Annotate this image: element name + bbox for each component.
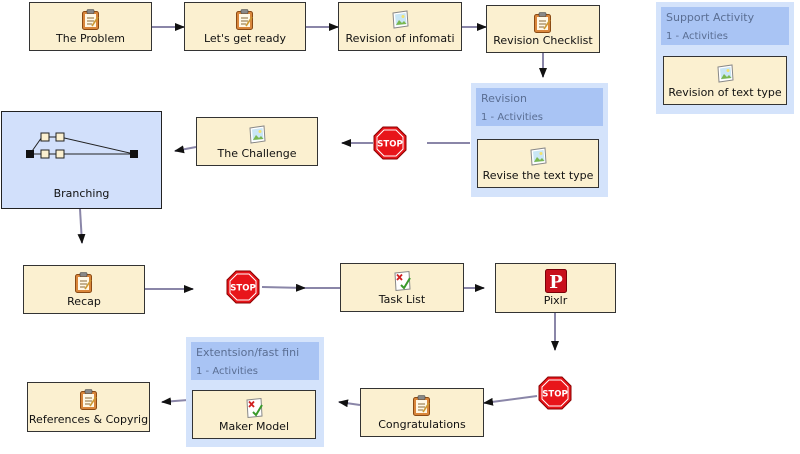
activity-label: Revision Checklist xyxy=(493,34,593,47)
connector xyxy=(338,399,361,408)
activity-label: Maker Model xyxy=(218,420,290,433)
checklist-icon xyxy=(394,270,411,292)
stop-label: STOP xyxy=(230,284,255,294)
activity-label: Congratulations xyxy=(378,418,466,431)
notebook-icon xyxy=(534,12,551,33)
group-subtitle: 1 - Activities xyxy=(481,112,543,123)
activity-references[interactable]: References & Copyrig xyxy=(27,382,150,432)
activity-label: Task List xyxy=(378,293,426,306)
group-header: Revision 1 - Activities xyxy=(476,88,603,126)
group-header: Extentsion/fast fini 1 - Activities xyxy=(191,342,319,380)
activity-the-challenge[interactable]: The Challenge xyxy=(196,117,318,166)
activity-congratulations[interactable]: Congratulations xyxy=(360,388,484,437)
image-icon xyxy=(530,147,547,166)
group-title: Revision xyxy=(481,92,527,105)
stop-sign-icon[interactable]: STOP xyxy=(538,376,572,410)
activity-label: Revision of infomati xyxy=(345,32,455,45)
activity-maker-model[interactable]: Maker Model xyxy=(192,390,316,439)
notebook-icon xyxy=(236,9,253,30)
stop-sign-icon[interactable]: STOP xyxy=(226,270,260,304)
connector xyxy=(483,395,538,406)
notebook-icon xyxy=(79,389,97,410)
notebook-icon xyxy=(413,395,430,416)
pixlr-letter: P xyxy=(549,272,563,293)
notebook-icon xyxy=(81,9,99,30)
group-title: Extentsion/fast fini xyxy=(196,346,300,359)
group-title: Support Activity xyxy=(666,11,755,24)
notebook-icon xyxy=(75,272,92,293)
activity-label: The Problem xyxy=(56,32,125,45)
activity-label: Branching xyxy=(53,187,110,200)
activity-label: Recap xyxy=(67,295,101,308)
activity-task-list[interactable]: Task List xyxy=(340,263,464,312)
activity-branching[interactable]: Branching xyxy=(1,111,162,209)
activity-the-problem[interactable]: The Problem xyxy=(29,2,152,51)
image-icon xyxy=(249,125,266,144)
activity-label: Let's get ready xyxy=(203,32,287,45)
activity-revise-the-text-type[interactable]: Revise the text type xyxy=(477,139,599,188)
branching-icon xyxy=(26,132,138,159)
activity-label: The Challenge xyxy=(217,147,297,160)
activity-label: Revision of text type xyxy=(668,86,782,99)
checklist-icon xyxy=(246,397,263,419)
connector xyxy=(261,283,306,292)
stop-label: STOP xyxy=(377,140,402,150)
activity-label: Pixlr xyxy=(543,294,568,307)
connector xyxy=(174,145,197,154)
pixlr-icon: P xyxy=(544,269,567,293)
activity-revision-of-text-type[interactable]: Revision of text type xyxy=(663,56,787,105)
group-header: Support Activity 1 - Activities xyxy=(661,7,789,45)
activity-revision-checklist[interactable]: Revision Checklist xyxy=(486,5,600,53)
activity-revision-of-information[interactable]: Revision of infomati xyxy=(338,2,462,51)
activity-label: References & Copyrig xyxy=(28,413,149,426)
group-subtitle: 1 - Activities xyxy=(196,366,258,377)
group-subtitle: 1 - Activities xyxy=(666,31,728,42)
image-icon xyxy=(717,64,734,83)
activity-pixlr[interactable]: P Pixlr xyxy=(495,263,616,313)
stop-sign-icon[interactable]: STOP xyxy=(373,126,407,160)
connector xyxy=(161,397,189,406)
activity-label: Revise the text type xyxy=(482,169,594,182)
connector xyxy=(77,208,86,244)
stop-label: STOP xyxy=(542,390,567,400)
image-icon xyxy=(392,10,409,29)
activity-lets-get-ready[interactable]: Let's get ready xyxy=(184,2,306,51)
activity-recap[interactable]: Recap xyxy=(23,265,145,314)
